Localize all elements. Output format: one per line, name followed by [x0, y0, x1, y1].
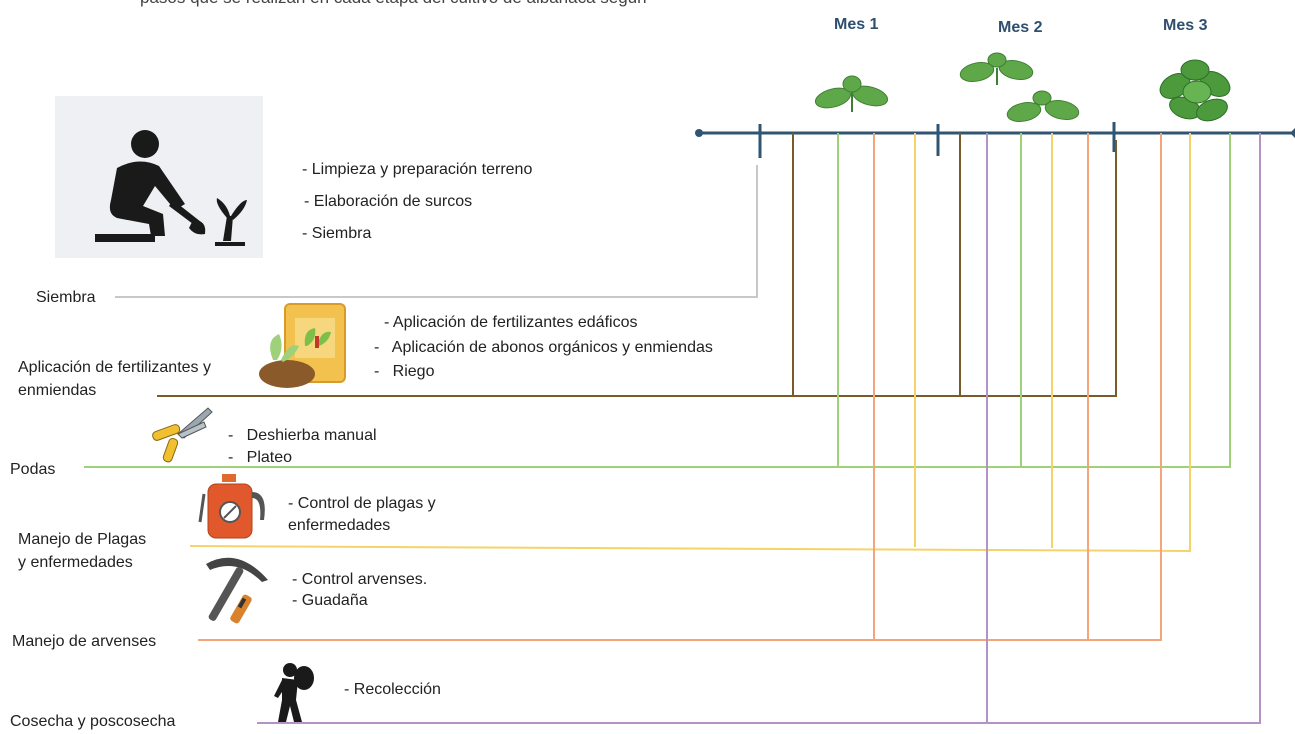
- month-label-3: Mes 3: [1163, 17, 1208, 34]
- plagas-task-1: - Control de plagas y: [288, 495, 436, 512]
- stage-label-fertilizantes-2: enmiendas: [18, 382, 97, 399]
- month-label-2: Mes 2: [998, 19, 1043, 36]
- cosecha-task-1: - Recolección: [344, 681, 441, 698]
- fertilizantes-task-3: - Riego: [374, 363, 435, 380]
- stage-label-plagas-1: Manejo de Plagas: [18, 531, 147, 548]
- fertilizantes-task-1: - Aplicación de fertilizantes edáficos: [384, 314, 638, 331]
- siembra-task-3: - Siembra: [302, 225, 372, 242]
- stage-label-siembra: Siembra: [36, 289, 96, 306]
- timeline-arrow: [1290, 128, 1295, 138]
- stage-label-podas: Podas: [10, 461, 56, 478]
- siembra-task-2: - Elaboración de surcos: [304, 193, 473, 210]
- header-fragment: pasos que se realizan en cada etapa del …: [140, 0, 647, 8]
- basil-leaf-icon: [814, 75, 889, 112]
- gardener-icon: [55, 96, 263, 258]
- arvenses-lines: [198, 133, 1162, 641]
- siembra-line: [115, 165, 758, 298]
- basil-leaf-icon: [1159, 59, 1231, 122]
- stage-label-arvenses: Manejo de arvenses: [12, 633, 157, 650]
- plagas-task-2: enfermedades: [288, 517, 391, 534]
- fertilizantes-task-2: - Aplicación de abonos orgánicos y enmie…: [374, 339, 713, 356]
- arvenses-task-1: - Control arvenses.: [292, 571, 428, 588]
- harvester-icon: [268, 660, 322, 724]
- cosecha-lines: [257, 133, 1261, 724]
- fertilizer-bag-icon: [255, 300, 350, 388]
- podas-task-1: - Deshierba manual: [228, 427, 377, 444]
- basil-leaf-icon: [1006, 90, 1080, 122]
- siembra-task-1: - Limpieza y preparación terreno: [302, 161, 533, 178]
- arvenses-task-2: - Guadaña: [292, 592, 368, 609]
- podas-lines: [84, 133, 1231, 468]
- fertilizantes-lines: [157, 133, 1117, 397]
- stage-label-fertilizantes-1: Aplicación de fertilizantes y: [18, 359, 211, 376]
- podas-task-2: - Plateo: [228, 449, 293, 466]
- pruning-shears-icon: [148, 404, 214, 464]
- pickaxe-icon: [202, 550, 272, 628]
- basil-leaf-icon: [959, 52, 1034, 85]
- plagas-lines: [189, 133, 1191, 553]
- stage-label-plagas-2: y enfermedades: [18, 554, 133, 571]
- month-label-1: Mes 1: [834, 16, 879, 33]
- timeline-start-dot: [695, 129, 703, 137]
- stage-label-cosecha: Cosecha y poscosecha: [10, 713, 176, 730]
- sprayer-icon: [198, 472, 274, 540]
